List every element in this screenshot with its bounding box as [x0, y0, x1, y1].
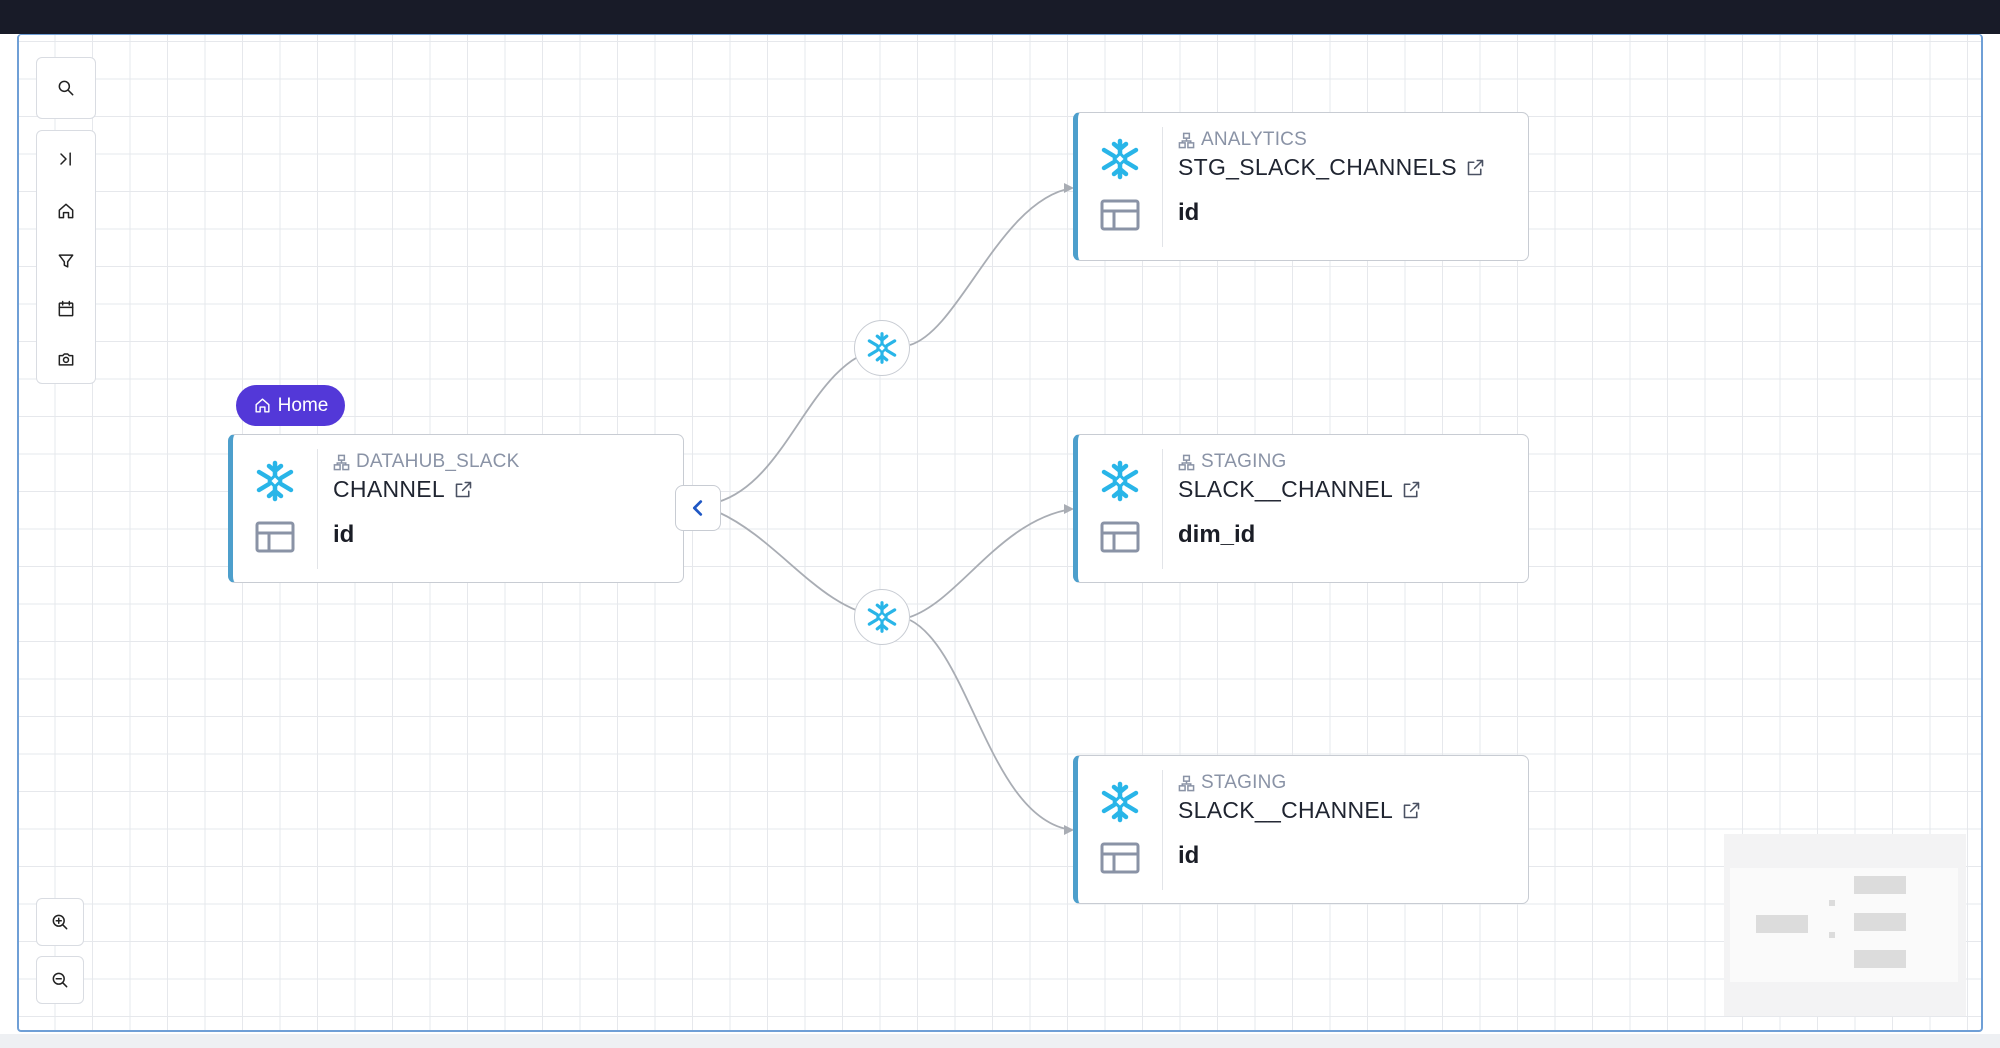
- node-name-label[interactable]: SLACK__CHANNEL: [1178, 476, 1394, 502]
- node-name[interactable]: SLACK__CHANNEL: [1178, 797, 1422, 824]
- zoom-out-icon: [52, 972, 68, 988]
- collapse-upstream-button[interactable]: [675, 485, 721, 531]
- node-column[interactable]: id: [333, 521, 355, 548]
- node-column[interactable]: id: [1178, 842, 1200, 869]
- calendar-button[interactable]: [37, 285, 95, 333]
- lineage-node[interactable]: STAGING SLACK__CHANNEL dim_id: [1073, 434, 1529, 583]
- top-bar: [0, 0, 2000, 34]
- node-column[interactable]: dim_id: [1178, 521, 1256, 548]
- node-schema: DATAHUB_SLACK: [333, 451, 519, 473]
- node-schema-label: STAGING: [1201, 772, 1287, 793]
- bottom-strip: [0, 1034, 2000, 1048]
- minimap-transform: [1829, 932, 1835, 938]
- snowflake-icon: [1101, 138, 1139, 180]
- external-link-icon[interactable]: [1401, 479, 1422, 500]
- transformation-node[interactable]: [854, 320, 910, 376]
- node-name-label[interactable]: SLACK__CHANNEL: [1178, 797, 1394, 823]
- snowflake-icon: [1101, 781, 1139, 823]
- home-badge-label: Home: [277, 394, 329, 416]
- minimap-node: [1854, 913, 1906, 931]
- zoom-in-toolbar: [36, 898, 84, 946]
- edge-transform-2-to-id: [909, 619, 1073, 831]
- lineage-node[interactable]: DATAHUB_SLACK CHANNEL id: [228, 434, 684, 583]
- search-icon: [58, 80, 74, 96]
- transformation-node[interactable]: [854, 589, 910, 645]
- lineage-node[interactable]: ANALYTICS STG_SLACK_CHANNELS id: [1073, 112, 1529, 261]
- graph-toolbar: [36, 130, 96, 384]
- schema-hierarchy-icon: [1178, 775, 1195, 791]
- node-name[interactable]: STG_SLACK_CHANNELS: [1178, 154, 1486, 181]
- home-icon: [255, 398, 270, 413]
- external-link-icon[interactable]: [1465, 157, 1486, 178]
- schema-hierarchy-icon: [1178, 132, 1195, 148]
- arrowhead-dim: [1064, 504, 1074, 514]
- edge-transform-1-to-stg: [909, 187, 1073, 346]
- edge-channel-to-transform-1: [717, 347, 883, 503]
- node-schema-label: STAGING: [1201, 451, 1287, 472]
- arrowhead-id: [1064, 825, 1074, 835]
- snowflake-icon: [867, 332, 897, 364]
- node-divider: [1162, 449, 1163, 569]
- zoom-out-toolbar: [36, 956, 84, 1004]
- minimap-node: [1756, 915, 1808, 933]
- node-divider: [1162, 770, 1163, 890]
- screenshot-button[interactable]: [37, 335, 95, 383]
- home-button[interactable]: [37, 187, 95, 235]
- zoom-out-button[interactable]: [37, 957, 83, 1003]
- filter-button[interactable]: [37, 237, 95, 285]
- external-link-icon[interactable]: [1401, 800, 1422, 821]
- arrowhead-stg: [1064, 183, 1074, 193]
- search-button[interactable]: [37, 58, 95, 118]
- table-icon: [1100, 521, 1140, 553]
- zoom-in-icon: [52, 914, 68, 930]
- node-column[interactable]: id: [1178, 199, 1200, 226]
- table-icon: [1100, 199, 1140, 231]
- snowflake-icon: [256, 460, 294, 502]
- home-icon: [58, 203, 74, 219]
- snowflake-icon: [1101, 460, 1139, 502]
- camera-icon: [58, 353, 74, 366]
- minimap[interactable]: [1724, 834, 1966, 1016]
- node-divider: [317, 449, 318, 569]
- table-icon: [255, 521, 295, 553]
- node-divider: [1162, 127, 1163, 247]
- node-name-label[interactable]: CHANNEL: [333, 476, 446, 502]
- node-name[interactable]: CHANNEL: [333, 476, 474, 503]
- node-schema: ANALYTICS: [1178, 129, 1307, 151]
- collapse-panel-icon: [60, 152, 71, 166]
- chevron-left-icon: [692, 500, 703, 516]
- zoom-in-button[interactable]: [37, 899, 83, 945]
- minimap-node: [1854, 950, 1906, 968]
- calendar-icon: [58, 300, 74, 317]
- node-schema-label: DATAHUB_SLACK: [356, 451, 520, 472]
- node-name[interactable]: SLACK__CHANNEL: [1178, 476, 1422, 503]
- table-icon: [1100, 842, 1140, 874]
- node-schema: STAGING: [1178, 772, 1287, 794]
- minimap-transform: [1829, 900, 1835, 906]
- collapse-panel-button[interactable]: [37, 135, 95, 183]
- snowflake-icon: [867, 601, 897, 633]
- node-schema-label: ANALYTICS: [1201, 129, 1307, 150]
- lineage-node[interactable]: STAGING SLACK__CHANNEL id: [1073, 755, 1529, 904]
- schema-hierarchy-icon: [1178, 454, 1195, 470]
- node-schema: STAGING: [1178, 451, 1287, 473]
- home-badge: Home: [236, 385, 345, 426]
- filter-icon: [58, 254, 74, 268]
- search-toolbar: [36, 57, 96, 119]
- minimap-node: [1854, 876, 1906, 894]
- schema-hierarchy-icon: [333, 454, 350, 470]
- node-name-label[interactable]: STG_SLACK_CHANNELS: [1178, 154, 1457, 180]
- external-link-icon[interactable]: [453, 479, 474, 500]
- edge-transform-2-to-dim: [909, 508, 1073, 618]
